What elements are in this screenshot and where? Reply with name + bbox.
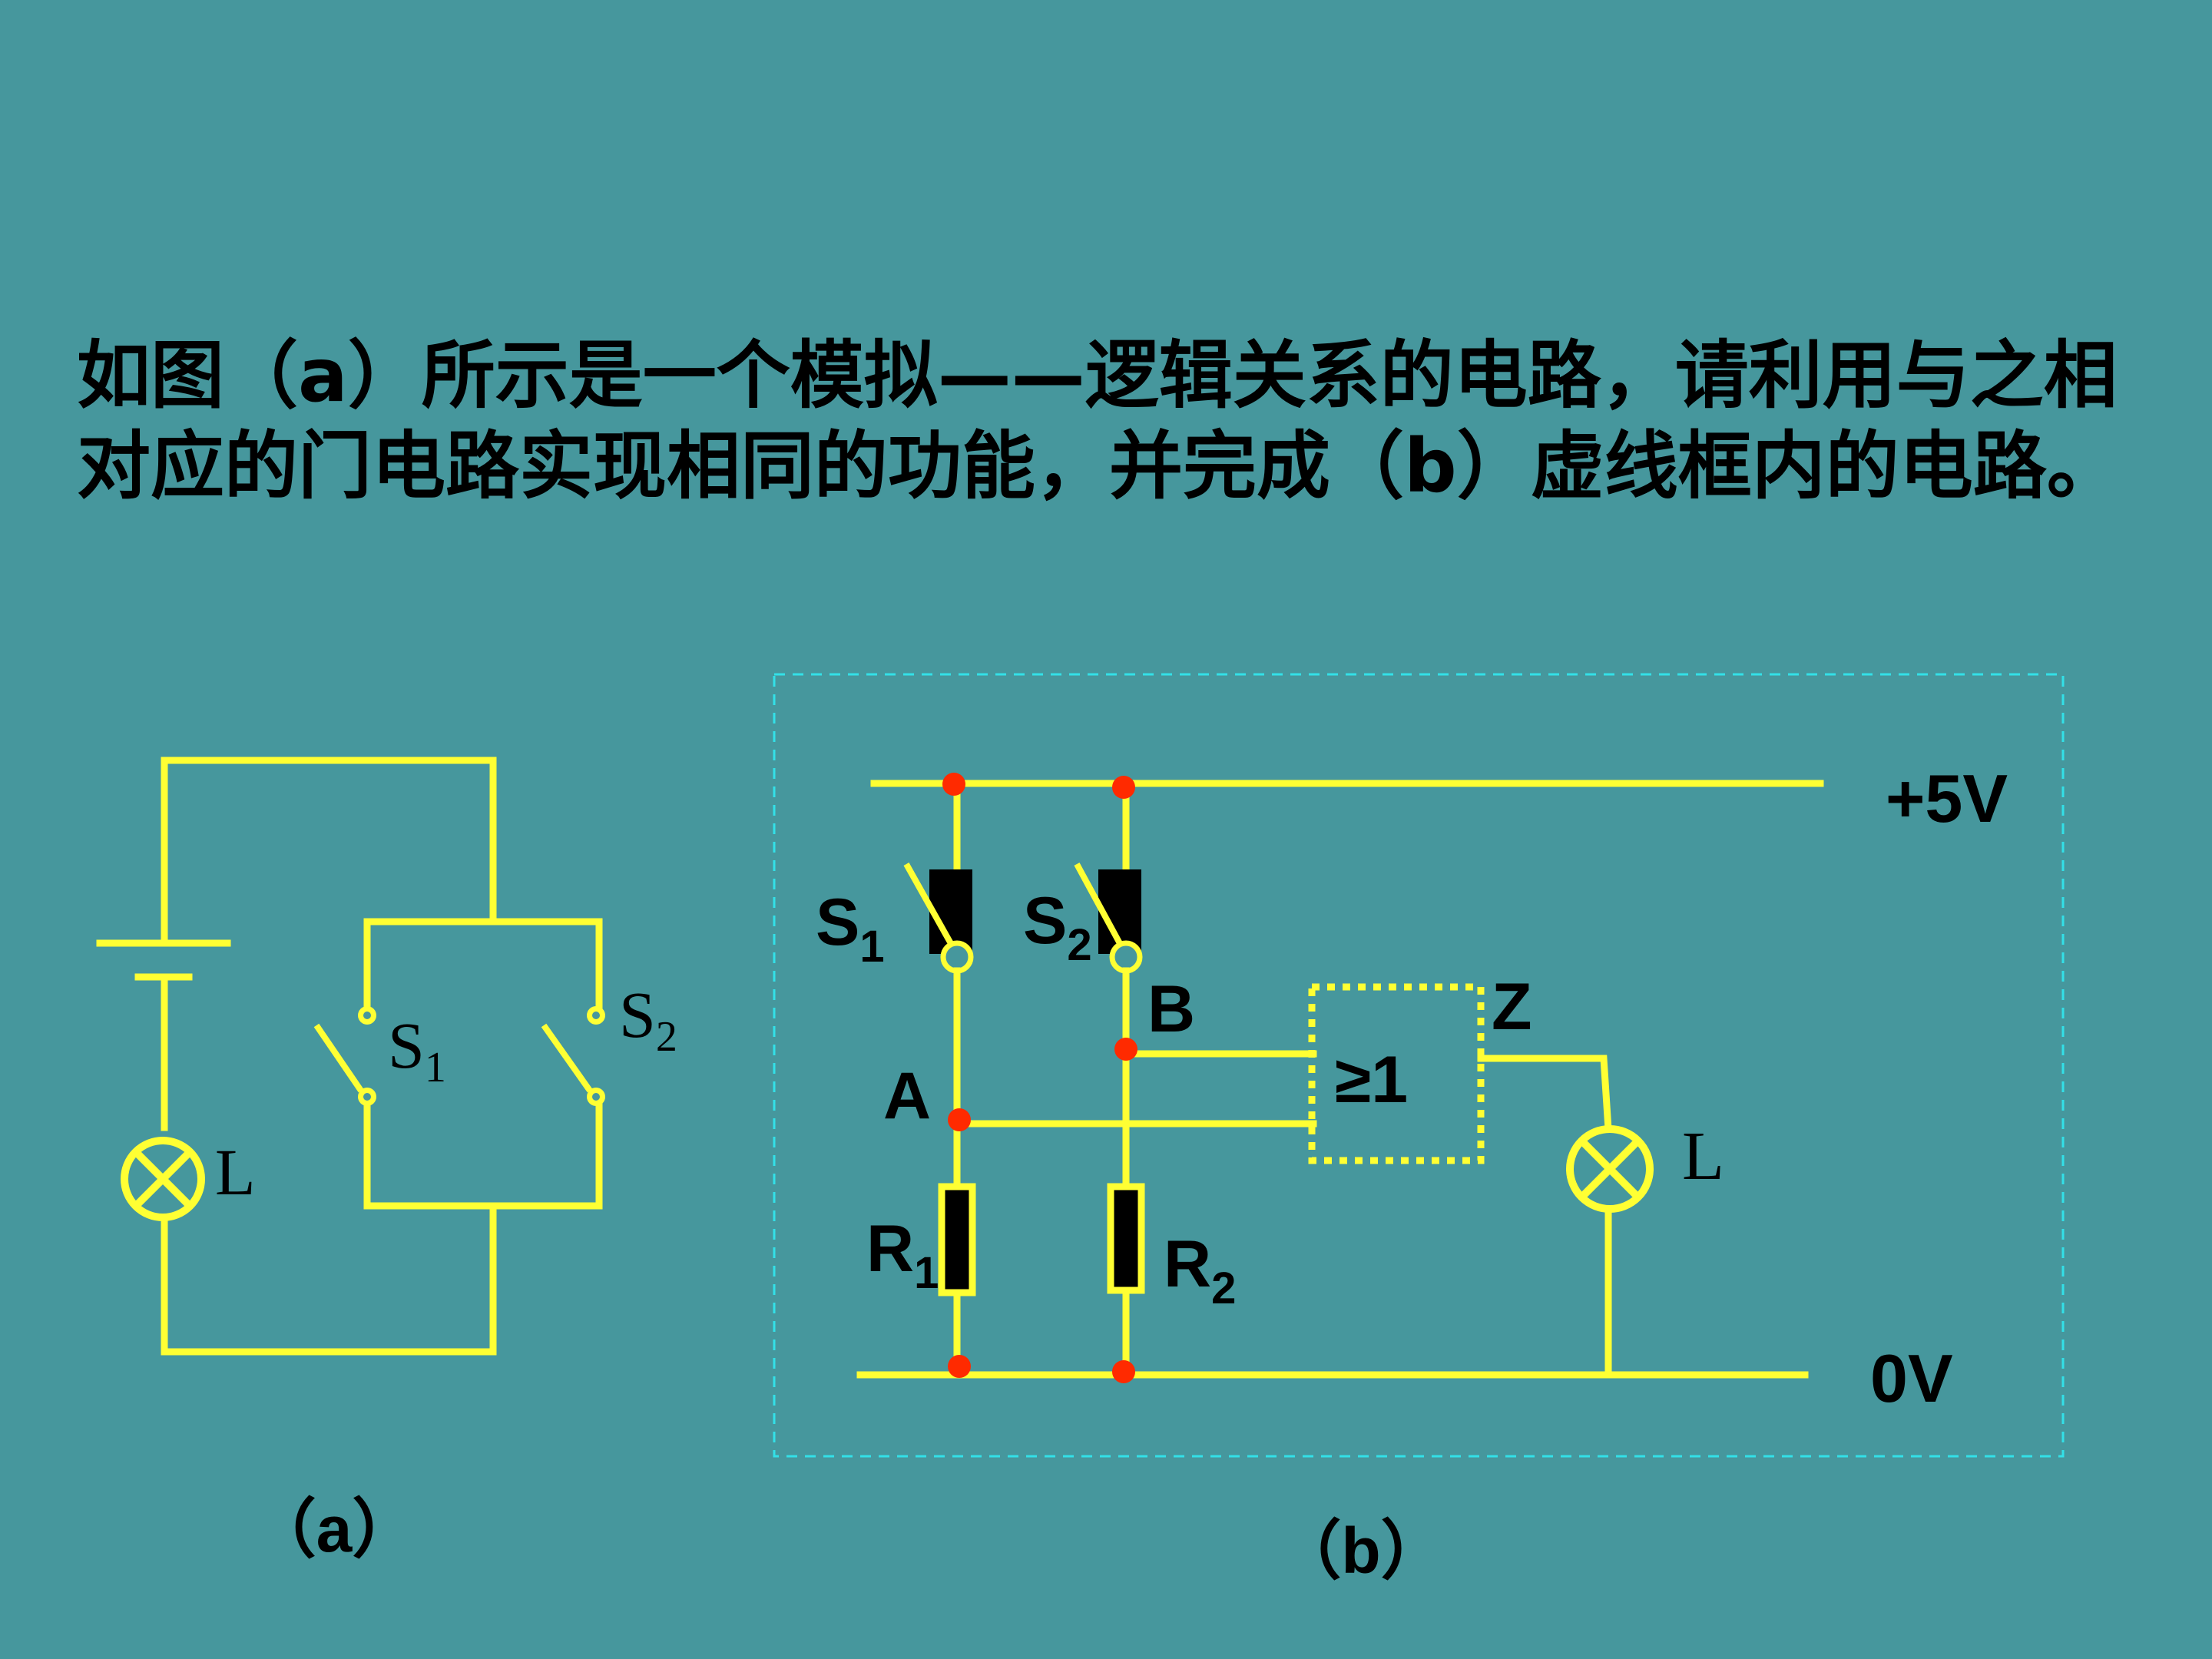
b-lamp-label: L [1682, 1118, 1724, 1194]
a-lamp-icon [121, 1137, 205, 1221]
b-resistor-1-label: R1 [866, 1212, 939, 1298]
b-switch-2-lever [1074, 863, 1124, 948]
a-switch-1-label: S1 [388, 1008, 446, 1091]
b-output-z-label: Z [1492, 970, 1532, 1044]
figure-b-caption: （b） [1277, 1515, 1445, 1587]
a-switch-block-bottom [363, 1093, 603, 1210]
b-resistor-2-label: R2 [1164, 1227, 1236, 1313]
b-node-dot [942, 773, 965, 796]
a-switch-1 [313, 1006, 376, 1106]
b-switch-2-contact [1109, 940, 1143, 974]
a-switch-2 [541, 1006, 605, 1106]
a-switch-block-top [363, 918, 603, 1018]
question-text: 如图（a）所示是一个模拟——逻辑关系的电路，请利用与之相 对应的门电路实现相同的… [77, 330, 2151, 512]
figure-b-circuit: +5V 0V S1 S2 B A Z ≥1 R1 R2 L [816, 760, 2008, 1416]
question-line-1: 如图（a）所示是一个模拟——逻辑关系的电路，请利用与之相 [77, 333, 2118, 419]
b-dashed-frame [773, 673, 2065, 1458]
b-node-b-label: B [1147, 972, 1195, 1046]
b-lamp-icon [1566, 1125, 1654, 1213]
b-resistor-2 [1107, 1183, 1145, 1294]
b-node-dot-a [948, 1108, 971, 1131]
figure-a-circuit: L S1 S2 [96, 757, 677, 1356]
b-or-gate-box [1308, 983, 1485, 1164]
a-top-wire [161, 757, 497, 945]
b-supply-top-label: +5V [1886, 760, 2008, 836]
b-switch-2-label: S2 [1023, 884, 1092, 970]
b-node-a-label: A [883, 1059, 931, 1133]
a-switch-2-label: S2 [619, 978, 677, 1061]
b-node-dot [948, 1355, 971, 1378]
b-node-dot-b [1114, 1038, 1137, 1061]
b-node-dot [1112, 1360, 1135, 1383]
b-gate-symbol: ≥1 [1335, 1043, 1408, 1117]
b-wire-z-to-lamp [1477, 1055, 1612, 1133]
b-switch-1-contact [940, 940, 974, 974]
b-supply-bottom-label: 0V [1870, 1340, 1953, 1416]
a-bottom-wire [161, 1202, 497, 1356]
b-switch-1-lever [903, 863, 955, 948]
question-line-2: 对应的门电路实现相同的功能，并完成（b）虚线框内的电路。 [77, 423, 2121, 509]
b-resistor-1 [938, 1183, 976, 1296]
b-switch-1-label: S1 [816, 886, 885, 972]
figure-a-caption: （a） [252, 1493, 417, 1565]
a-lamp-label: L [215, 1135, 256, 1209]
b-node-dot [1112, 776, 1135, 799]
